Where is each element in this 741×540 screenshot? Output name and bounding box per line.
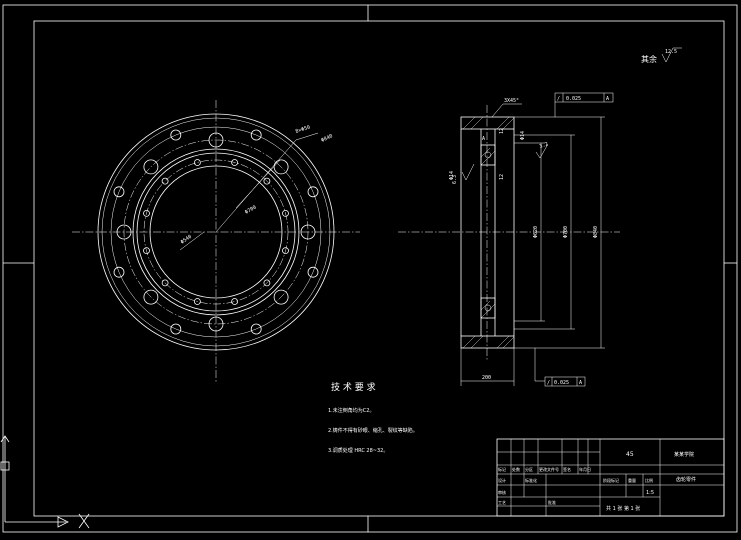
- outer-bolt-hole: [250, 323, 262, 335]
- svg-text:12: 12: [499, 174, 505, 180]
- large-bolt-hole: [143, 289, 159, 305]
- svg-text:Φ700: Φ700: [563, 226, 569, 238]
- roughness-left: 6.3: [452, 175, 458, 184]
- outer-bolt-hole: [170, 323, 182, 335]
- svg-text:Φ620: Φ620: [533, 226, 539, 238]
- scale-value: 1:5: [646, 490, 654, 496]
- part-name: 齿轮零件: [676, 476, 696, 483]
- svg-text:设计: 设计: [498, 477, 506, 483]
- svg-text:批准: 批准: [548, 499, 556, 505]
- svg-text:工艺: 工艺: [498, 500, 506, 505]
- outer-bolt-hole: [170, 129, 182, 141]
- svg-text:Φ840: Φ840: [593, 226, 599, 238]
- small-bolt-hole: [161, 177, 169, 185]
- svg-text:年月日: 年月日: [579, 466, 591, 472]
- tolerance-top-datum: A: [606, 96, 609, 102]
- svg-text:/: /: [557, 96, 560, 102]
- small-bolt-hole: [263, 279, 271, 287]
- svg-text:审核: 审核: [498, 489, 506, 495]
- roughness-top: 3.2: [539, 141, 550, 150]
- material-value: 45: [626, 451, 634, 458]
- outer-bolt-hole: [307, 186, 319, 198]
- sheet-outer-border: [2, 4, 738, 533]
- tech-requirements-title: 技 术 要 求: [331, 381, 376, 393]
- small-bolt-hole: [231, 159, 239, 166]
- school-name: 某某学院: [674, 451, 694, 458]
- centering-marks: [3, 5, 737, 532]
- outer-bolt-hole: [307, 266, 319, 278]
- bolt-holes: [113, 129, 319, 335]
- technical-requirements: 技 术 要 求 1.未注倒角均为C2。 2.铸件不得有砂眼、缩孔、裂纹等缺陷。 …: [328, 381, 418, 454]
- small-bolt-hole: [143, 247, 150, 255]
- outer-bolt-hole: [113, 186, 125, 198]
- small-bolt-hole: [193, 159, 201, 166]
- large-bolt-hole: [208, 132, 224, 148]
- front-view: 8×Φ50 Φ840 Φ700 Φ540: [72, 100, 360, 382]
- svg-text:/: /: [547, 380, 550, 386]
- svg-text:12.5: 12.5: [665, 49, 677, 55]
- sheet-count: 共 1 张 第 1 张: [606, 505, 640, 512]
- title-block: 45 某某学院 齿轮零件 1:5 共 1 张 第 1 张 标记 处数 分区 更改…: [496, 438, 725, 517]
- large-bolt-hole: [143, 159, 159, 175]
- svg-text:Φ840: Φ840: [320, 133, 333, 144]
- chamfer-note: 3X45°: [504, 98, 519, 104]
- tech-requirement-3: 3.调质处理 HRC 28~32。: [328, 447, 388, 454]
- outer-bolt-hole: [250, 129, 262, 141]
- svg-text:12: 12: [499, 128, 505, 134]
- front-view-leaders: [179, 132, 319, 251]
- svg-text:重量: 重量: [628, 477, 636, 483]
- small-bolt-hole: [263, 177, 271, 185]
- section-view: Φ620 Φ700 Φ840 Φ14 Φ14 12 12 A 3X45° / 0…: [398, 92, 620, 387]
- large-bolt-hole: [208, 316, 224, 332]
- large-bolt-hole: [116, 224, 132, 240]
- small-bolt-hole: [282, 247, 289, 255]
- svg-text:A: A: [482, 136, 485, 142]
- svg-text:比例: 比例: [645, 477, 653, 483]
- svg-text:分区: 分区: [525, 466, 533, 472]
- tech-requirement-1: 1.未注倒角均为C2。: [328, 407, 374, 414]
- small-bolt-hole: [143, 209, 150, 217]
- tolerance-bottom-value: 0.025: [554, 380, 569, 386]
- small-bolt-hole: [231, 298, 239, 305]
- svg-text:Φ14: Φ14: [449, 171, 455, 180]
- small-bolt-hole: [282, 209, 289, 217]
- svg-text:阶段标记: 阶段标记: [603, 477, 619, 483]
- svg-text:标记: 标记: [498, 466, 506, 472]
- svg-text:Φ700: Φ700: [244, 205, 257, 216]
- svg-text:其余: 其余: [641, 54, 657, 64]
- svg-text:Φ540: Φ540: [180, 234, 193, 246]
- drawing-frame: [33, 20, 725, 517]
- surface-finish-note: 其余 12.5: [641, 47, 682, 64]
- large-bolt-hole: [300, 224, 316, 240]
- large-bolt-hole: [273, 159, 289, 175]
- face-width-dimension: 200: [482, 375, 491, 381]
- svg-text:Φ14: Φ14: [520, 131, 526, 140]
- tolerance-top-value: 0.025: [566, 96, 581, 102]
- svg-text:处数: 处数: [512, 466, 520, 472]
- svg-text:签名: 签名: [563, 466, 571, 472]
- svg-text:更改文件号: 更改文件号: [539, 466, 559, 472]
- outer-bolt-hole: [113, 266, 125, 278]
- ucs-axis-icon: [0, 435, 90, 529]
- svg-text:8×Φ50: 8×Φ50: [295, 125, 311, 135]
- large-bolt-hole: [273, 289, 289, 305]
- tech-requirement-2: 2.铸件不得有砂眼、缩孔、裂纹等缺陷。: [328, 427, 418, 434]
- small-bolt-hole: [193, 298, 201, 305]
- tolerance-bottom-datum: A: [579, 380, 582, 386]
- svg-text:标准化: 标准化: [525, 477, 537, 483]
- small-bolt-hole: [161, 279, 169, 287]
